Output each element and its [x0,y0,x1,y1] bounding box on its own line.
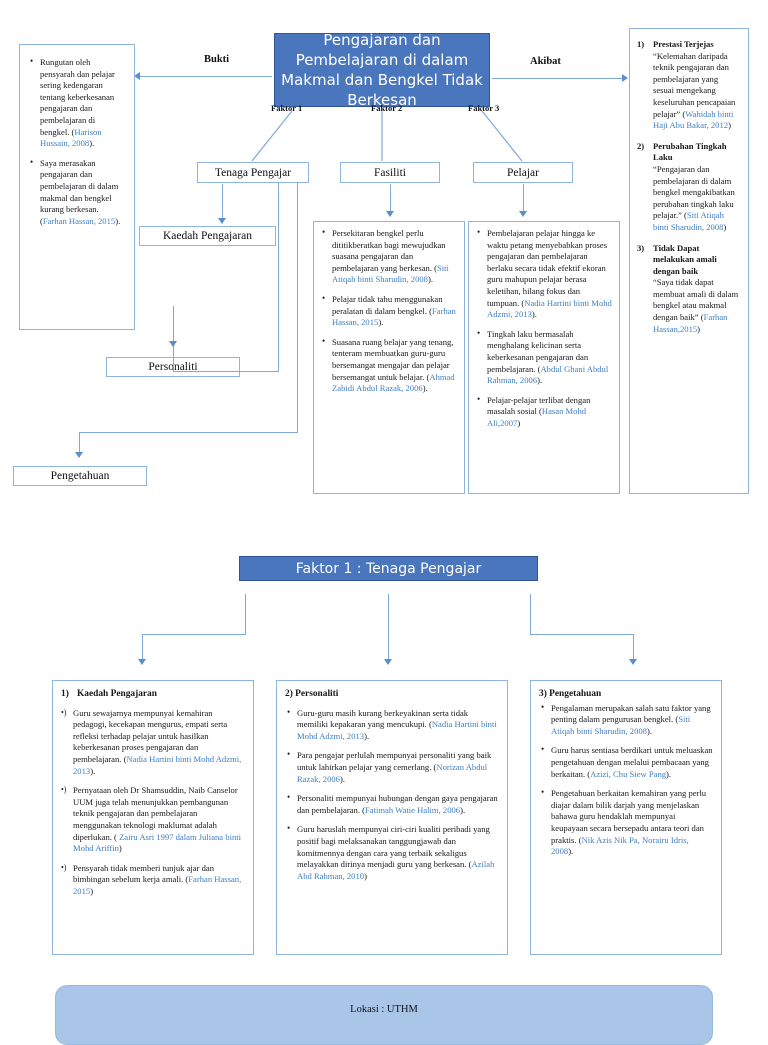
connector-pelajar-down [523,184,524,213]
factor-node-tenaga-pengajar[interactable]: Tenaga Pengajar [197,162,309,183]
connector-fasiliti-arrow-icon [386,211,394,217]
elbow-personaliti-h [173,371,279,372]
list-item: Pengalaman merupakan salah satu faktor y… [539,702,713,738]
root-to-factors-connectors [251,110,523,162]
col3-arrow-icon [629,659,637,665]
list-item: Pelajar-pelajar terlibat dengan masalah … [475,394,613,430]
edge-label-faktor-3: Faktor 3 [468,103,500,113]
elbow-pengetahuan-v2 [79,432,80,456]
col1-connector-v2 [142,634,143,663]
list-item: Perubahan Tingkah Laku “Pengajaran dan p… [637,140,735,232]
section-column-personaliti: 2) Personaliti Guru-guru masih kurang be… [276,680,508,955]
elbow-personaliti-arrow-icon [169,341,177,347]
column-title: 1)Kaedah Pengajaran [61,689,157,699]
elbow-personaliti-v2 [173,306,174,372]
connector-pelajar-arrow-icon [519,211,527,217]
list-item: Suasana ruang belajar yang tenang, tente… [320,336,458,395]
list-item: Personaliti mempunyai hubungan dengan ga… [285,792,499,816]
list-item: Tingkah laku bermasalah menghalang kelic… [475,328,613,387]
col1-arrow-icon [138,659,146,665]
list-item: Pernyataan oleh Dr Shamsuddin, Naib Cans… [61,784,245,855]
list-item: Guru haruslah mempunyai ciri-ciri kualit… [285,823,499,882]
factor-node-fasiliti[interactable]: Fasiliti [340,162,440,183]
column-list: Pengalaman merupakan salah satu faktor y… [539,702,713,858]
evidence-list: Rungutan oleh pensyarah dan pelajar seri… [28,56,126,228]
pelajar-points-box: Pembelajaran pelajar hingga ke waktu pet… [468,221,620,494]
col1-connector-h [142,634,246,635]
list-item: Prestasi Terjejas “Kelemahan daripada te… [637,39,736,131]
connector-fasiliti-down [390,184,391,213]
col2-arrow-icon [384,659,392,665]
elbow-pengetahuan-arrow-icon [75,452,83,458]
col3-connector-h [530,634,634,635]
list-item: Para pengajar perlulah mempunyai persona… [285,749,499,785]
connector-tenaga-arrow-icon [218,218,226,224]
column-title: 2) Personaliti [285,689,339,699]
bukti-connector-line [140,76,272,77]
pelajar-list: Pembelajaran pelajar hingga ke waktu pet… [475,227,613,430]
list-item: Pengetahuan berkaitan kemahiran yang per… [539,787,713,858]
factor-node-pelajar[interactable]: Pelajar [473,162,573,183]
list-item: Pelajar tidak tahu menggunakan peralatan… [320,293,458,329]
list-item: Pembelajaran pelajar hingga ke waktu pet… [475,227,613,321]
connector-tenaga-down [222,184,223,220]
section-column-pengetahuan: 3) Pengetahuan Pengalaman merupakan sala… [530,680,722,955]
fasiliti-points-box: Persekitaran bengkel perlu dititikberatk… [313,221,465,494]
list-item: Tidak Dapat melakukan amali dengan baik … [637,242,739,334]
edge-label-akibat: Akibat [530,56,561,67]
list-item: Guru-guru masih kurang berkeyakinan sert… [285,707,499,743]
list-item: Saya merasakan pengajaran dan pembelajar… [28,157,126,228]
elbow-pengetahuan-h [79,432,298,433]
fasiliti-list: Persekitaran bengkel perlu dititikberatk… [320,227,458,395]
effects-box: Prestasi Terjejas “Kelemahan daripada te… [629,28,749,494]
list-item: Rungutan oleh pensyarah dan pelajar seri… [28,56,126,150]
evidence-box: Rungutan oleh pensyarah dan pelajar seri… [19,44,135,330]
col2-connector-v [388,594,389,662]
column-title: 3) Pengetahuan [539,689,602,699]
effects-list: Prestasi Terjejas “Kelemahan daripada te… [637,39,741,335]
elbow-pengetahuan-v1 [297,183,298,432]
edge-label-bukti: Bukti [204,54,230,65]
root-title-text: Pengajaran dan Pembelajaran di dalam Mak… [281,31,483,109]
subnode-kaedah-pengajaran[interactable]: Kaedah Pengajaran [139,226,276,246]
edge-label-faktor-2: Faktor 2 [371,103,403,113]
column-list: Guru sewajarnya mempunyai kemahiran peda… [61,707,245,898]
diagram-canvas: Pengajaran dan Pembelajaran di dalam Mak… [0,0,768,1024]
elbow-personaliti-v1 [278,183,279,371]
col3-connector-v2 [633,634,634,663]
bukti-arrow-icon [134,72,140,80]
list-item: Guru sewajarnya mempunyai kemahiran peda… [61,707,245,778]
section-column-kaedah-pengajaran: 1)Kaedah Pengajaran Guru sewajarnya memp… [52,680,254,955]
col1-connector-v1 [245,594,246,635]
footer-banner: Lokasi : UTHM [55,985,713,1045]
root-title-box: Pengajaran dan Pembelajaran di dalam Mak… [274,31,490,109]
akibat-arrow-icon [622,74,628,82]
col3-connector-v1 [530,594,531,635]
footer-text: Lokasi : UTHM [350,1004,418,1015]
list-item: Guru harus sentiasa berdikari untuk melu… [539,744,713,780]
subnode-pengetahuan[interactable]: Pengetahuan [13,466,147,486]
column-list: Guru-guru masih kurang berkeyakinan sert… [285,707,499,883]
section-banner-text: Faktor 1 : Tenaga Pengajar [295,560,482,577]
list-item: Persekitaran bengkel perlu dititikberatk… [320,227,458,286]
akibat-connector-line [492,78,624,79]
list-item: Pensyarah tidak memberi tunjuk ajar dan … [61,862,245,898]
edge-label-faktor-1: Faktor 1 [271,103,303,113]
section-banner: Faktor 1 : Tenaga Pengajar [239,556,538,581]
